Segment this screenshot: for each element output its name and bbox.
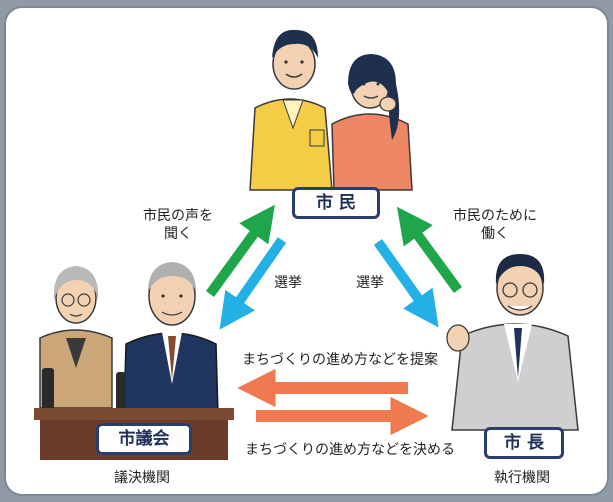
- edge-mayor-work-line1: 市民のために: [453, 208, 537, 224]
- mayor-illustration: [446, 254, 579, 431]
- council-role-caption: 議決機関: [114, 470, 170, 486]
- mayor-role-caption: 執行機関: [494, 470, 550, 486]
- edge-mayor-work-line2: 働く: [481, 226, 509, 242]
- edge-mayor-proposes-label: まちづくりの進め方などを提案: [242, 352, 438, 368]
- node-mayor-label: 市 長: [484, 427, 564, 459]
- arrow-election-left-blue: [219, 237, 287, 330]
- edge-citizens-voice-line1: 市民の声を: [143, 208, 213, 224]
- arrow-mayor-work-green: [396, 206, 463, 293]
- node-council-label: 市議会: [96, 423, 192, 455]
- edge-citizens-voice-label: 市民の声を 聞く: [128, 207, 228, 243]
- edge-citizens-voice-line2: 聞く: [164, 226, 192, 242]
- citizens-illustration: [249, 29, 413, 191]
- node-citizens-label: 市 民: [292, 187, 380, 219]
- edge-election-right-label: 選挙: [356, 275, 384, 291]
- edge-mayor-work-label: 市民のために 働く: [440, 207, 550, 243]
- edge-election-left-label: 選挙: [274, 275, 302, 291]
- edge-council-decides-label: まちづくりの進め方などを決める: [245, 442, 455, 458]
- arrow-citizens-voice-green: [205, 204, 275, 297]
- arrow-election-right-blue: [373, 239, 439, 328]
